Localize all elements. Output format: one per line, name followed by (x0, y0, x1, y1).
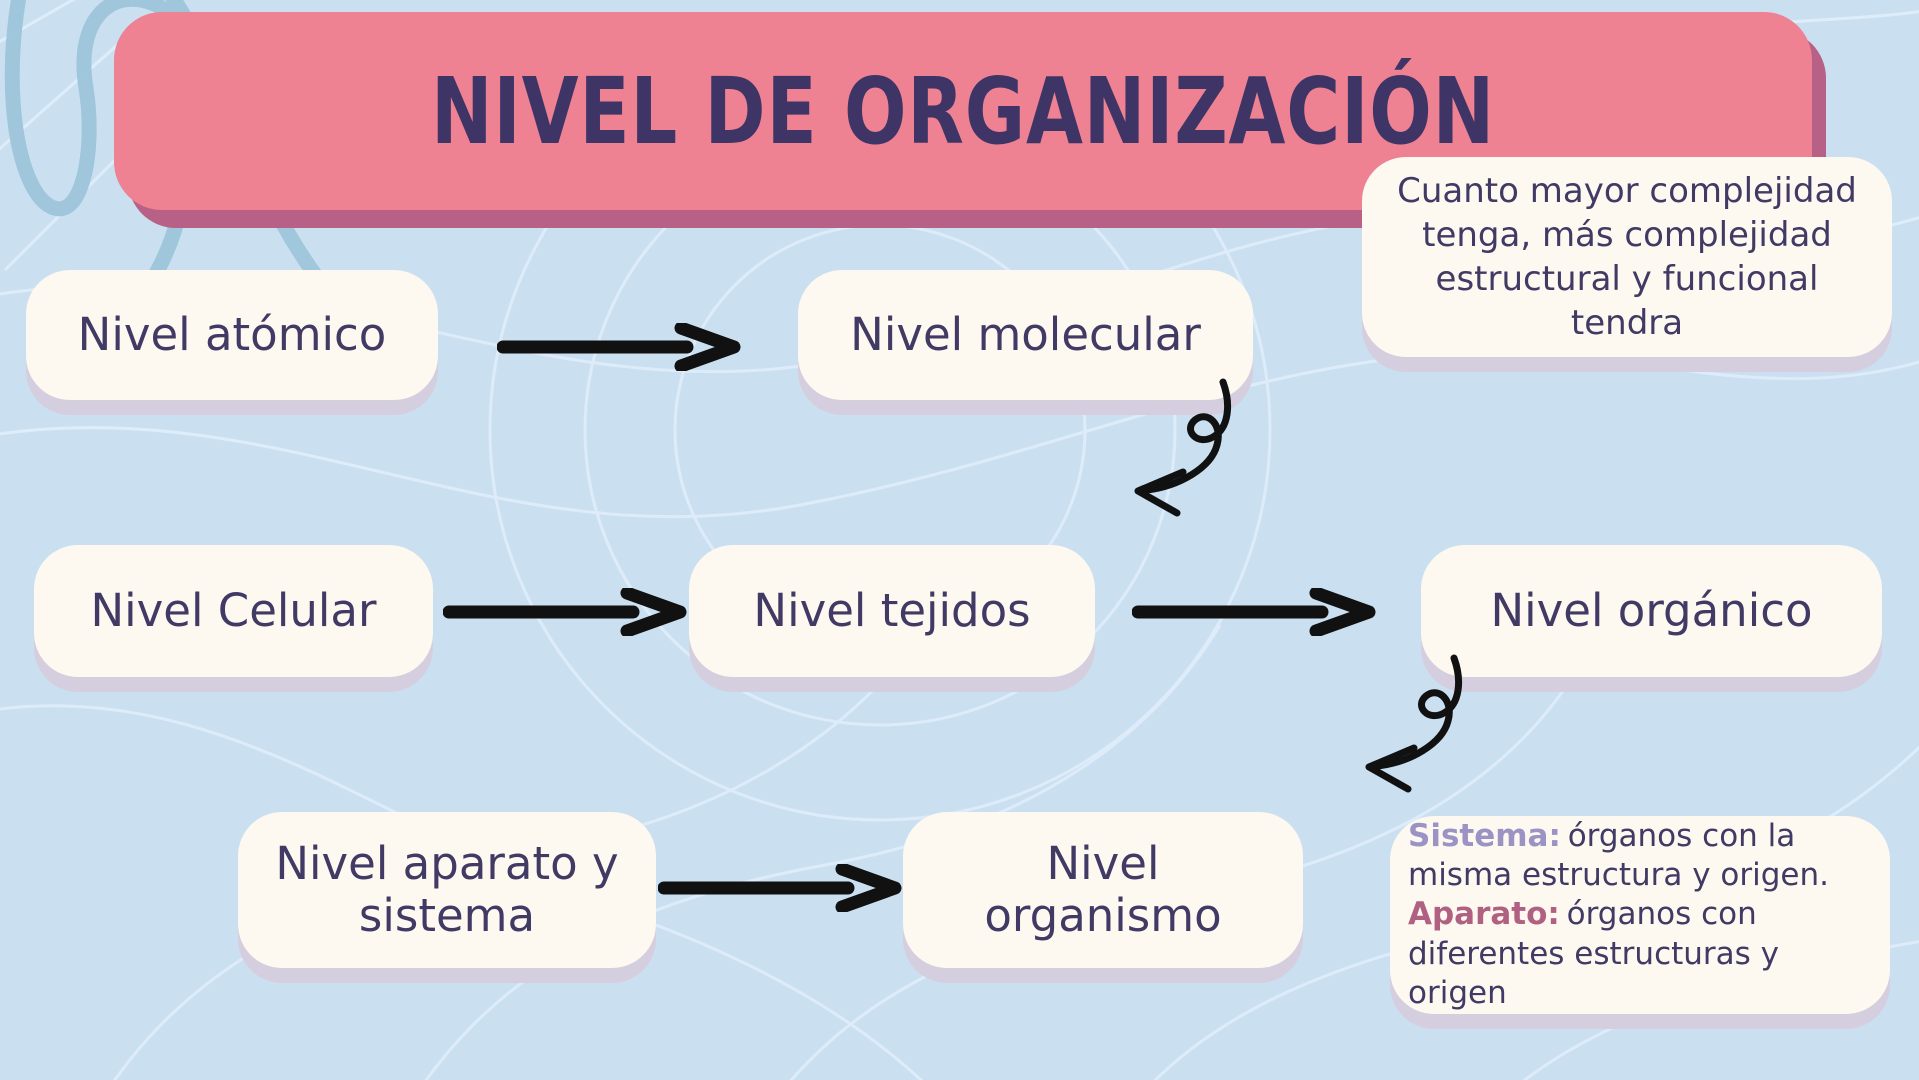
curl-arrow-molecular-to-celular-row (1134, 378, 1232, 517)
flow-arrow-aparato-to-organismo (658, 864, 902, 912)
page-title: NIVEL DE ORGANIZACIÓN (430, 57, 1496, 165)
aparato-text: órganos con diferentes estructuras y ori… (1408, 896, 1780, 1011)
flow-arrow-celular-to-tejidos (443, 588, 687, 636)
definition-aparato: Aparato:órganos con diferentes estructur… (1408, 895, 1872, 1012)
aparato-label: Aparato: (1408, 896, 1560, 933)
sistema-label: Sistema: (1408, 818, 1561, 855)
node-nivel-tejidos: Nivel tejidos (689, 545, 1095, 677)
title-banner: NIVEL DE ORGANIZACIÓN (114, 12, 1812, 210)
definition-sistema: Sistema:órganos con la misma estructura … (1408, 817, 1872, 895)
node-label: Nivel organismo (984, 837, 1222, 942)
node-label: Nivel atómico (77, 308, 387, 362)
node-nivel-atomico: Nivel atómico (26, 270, 438, 400)
node-label: Nivel molecular (850, 308, 1201, 362)
node-label: Nivel tejidos (753, 584, 1031, 638)
node-nivel-molecular: Nivel molecular (798, 270, 1253, 400)
note-definitions: Sistema:órganos con la misma estructura … (1390, 816, 1890, 1014)
node-nivel-aparato-sistema: Nivel aparato y sistema (238, 812, 656, 968)
flow-arrow-atomico-to-molecular (497, 323, 741, 371)
flow-arrow-tejidos-to-organico (1132, 588, 1376, 636)
curl-arrow-organico-to-aparato-row (1365, 654, 1463, 793)
node-label: Nivel orgánico (1490, 584, 1813, 638)
sistema-text: órganos con la misma estructura y origen… (1408, 818, 1829, 894)
node-nivel-organico: Nivel orgánico (1421, 545, 1882, 677)
note-complexity: Cuanto mayor complejidad tenga, más comp… (1362, 157, 1892, 357)
node-nivel-organismo: Nivel organismo (903, 812, 1303, 968)
node-label: Nivel aparato y sistema (275, 837, 619, 942)
node-nivel-celular: Nivel Celular (34, 545, 433, 677)
node-label: Nivel Celular (90, 584, 377, 638)
note-complexity-text: Cuanto mayor complejidad tenga, más comp… (1397, 170, 1857, 344)
